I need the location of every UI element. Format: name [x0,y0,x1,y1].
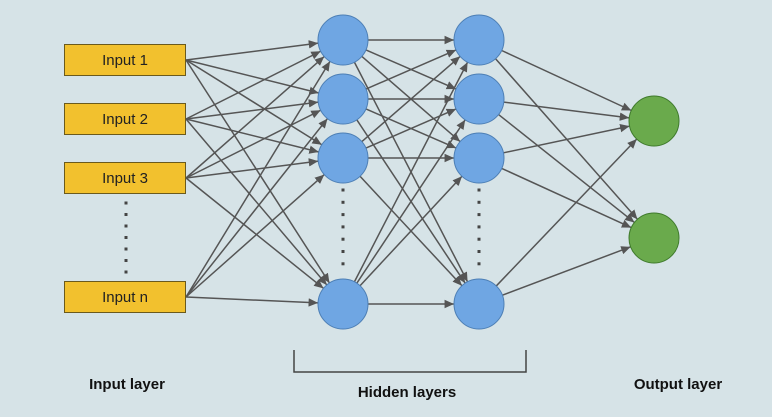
connection-edges [185,35,639,309]
edge-h2n1-out1 [501,49,632,112]
edge-input3-h1n2 [185,109,322,179]
hidden2-ellipsis-dot-1 [477,188,481,192]
hidden-layers-bracket [293,350,527,373]
edge-h2n4-out1 [495,138,638,287]
hidden1-ellipsis-dot-6 [341,250,345,253]
hidden-layers-label: Hidden layers [357,384,457,401]
edge-input2-h1n4 [185,118,328,286]
edge-input3-h1n4 [185,177,324,289]
hidden1-node-2 [317,73,369,125]
hidden2-node-2 [453,73,505,125]
network-nodes [317,14,680,330]
edge-h1n3-h2n1 [361,55,461,143]
edge-input4-h1n1 [185,60,331,298]
edge-h2n2-out1 [503,101,630,121]
edge-h2n3-out1 [503,124,630,154]
input-node-1: Input 1 [64,44,186,76]
hidden1-node-4 [317,278,369,330]
input-ellipsis-dot-6 [124,259,128,262]
output-node-2 [628,212,680,264]
hidden1-node-1 [317,14,369,66]
output-layer-label: Output layer [633,376,723,393]
input-ellipsis-dot-7 [124,270,128,274]
edge-h1n4-h2n2 [356,119,466,284]
hidden2-node-4 [453,278,505,330]
hidden2-node-3 [453,132,505,184]
input-ellipsis-dot-5 [124,247,128,251]
edge-input2-h1n2 [185,99,319,120]
hidden1-ellipsis-dot-7 [341,262,345,266]
edge-input1-h1n2 [185,59,319,95]
edge-h1n2-h2n1 [365,49,457,90]
hidden1-node-3 [317,132,369,184]
edge-input3-h1n1 [185,55,325,179]
edge-input4-h1n3 [185,174,325,298]
input-node-2: Input 2 [64,103,186,135]
hidden1-ellipsis-dot-5 [341,237,345,241]
hidden2-node-1 [453,14,505,66]
input-ellipsis-dot-3 [124,224,128,228]
input-node-3: Input 3 [64,162,186,194]
input-ellipsis-dot-4 [124,236,128,239]
edge-h1n4-h2n1 [353,61,469,283]
hidden1-ellipsis-dot-2 [341,200,345,204]
input-ellipsis-dot-1 [124,201,128,205]
edge-input1-h1n1 [185,40,319,61]
edge-h2n3-out2 [501,167,632,229]
input-layer-label: Input layer [89,376,165,393]
hidden1-ellipsis-dot-3 [341,213,345,217]
edge-input2-h1n1 [185,50,322,120]
hidden2-ellipsis-dot-5 [477,237,481,241]
input-node-n: Input n [64,281,186,313]
edge-h1n4-h2n3 [359,175,463,287]
edge-input1-h1n4 [185,59,331,284]
hidden1-ellipsis-dot-4 [341,225,345,229]
hidden2-ellipsis-dot-4 [477,225,481,229]
edge-input3-h1n3 [185,158,319,179]
hidden2-ellipsis-dot-7 [477,262,481,266]
ellipsis-dots [124,188,481,274]
edge-input4-h1n4 [185,296,319,307]
output-node-1 [628,95,680,147]
edge-h1n3-h2n2 [365,108,457,149]
edge-h2n2-out2 [498,113,635,224]
hidden2-ellipsis-dot-2 [477,200,481,204]
input-ellipsis-dot-2 [124,213,128,216]
hidden2-ellipsis-dot-6 [477,250,481,253]
edge-input4-h1n2 [185,118,329,298]
edge-h2n4-out2 [502,246,631,296]
hidden2-ellipsis-dot-3 [477,213,481,217]
edge-input1-h1n3 [185,59,323,146]
hidden1-ellipsis-dot-1 [341,188,345,192]
edge-input2-h1n3 [185,118,319,154]
